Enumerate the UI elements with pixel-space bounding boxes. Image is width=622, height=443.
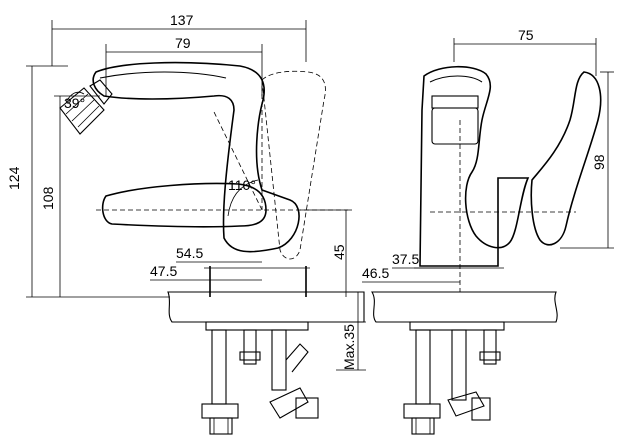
dim-side-depth-label: 75 xyxy=(518,27,534,43)
dim-width-total: 137 xyxy=(51,12,307,66)
dim-height-total-label: 124 xyxy=(6,166,22,190)
hose-fitting-left-side xyxy=(403,403,441,435)
side-spout-top xyxy=(429,75,483,83)
spout-body xyxy=(92,61,300,253)
dim-spout-reach-label: 79 xyxy=(175,35,191,51)
hose-fitting-right-side xyxy=(447,391,491,421)
aerator-nozzle: 39° xyxy=(59,79,113,135)
dim-height-base: 108 xyxy=(40,95,100,297)
dim-inlet-offset-side: 37.5 xyxy=(392,251,460,269)
dim-lever-height: 45 xyxy=(300,209,352,297)
side-lever xyxy=(530,71,602,246)
dim-lever-height-label: 45 xyxy=(331,244,347,260)
hose-right-front xyxy=(271,329,287,391)
dim-height-total: 124 xyxy=(6,65,170,298)
dim-base-width-front-label: 47.5 xyxy=(150,263,177,279)
dim-side-depth: 75 xyxy=(453,27,597,76)
threaded-stud-side xyxy=(483,329,497,365)
hose-fitting-right-front xyxy=(269,387,319,419)
mounting-plate-side xyxy=(409,321,505,331)
dim-inlet-offset-side-label: 37.5 xyxy=(392,251,419,267)
dim-inlet-offset-front: 54.5 xyxy=(176,245,262,263)
countertop-front xyxy=(167,291,365,323)
side-view: 75 98 37.5 46.5 xyxy=(362,27,614,435)
side-aerator-ring xyxy=(431,95,479,109)
lever-handle xyxy=(101,182,267,228)
dim-height-base-label: 108 xyxy=(40,186,56,210)
dim-side-height-label: 98 xyxy=(591,154,607,170)
dim-base-width-side-label: 46.5 xyxy=(362,265,389,281)
hose-fitting-left-front xyxy=(201,403,239,435)
lever-angle-arc xyxy=(227,179,259,217)
dim-mount-thickness: Max.35 xyxy=(336,292,366,371)
side-aerator-mesh xyxy=(431,107,479,145)
lever-angle-label: 110° xyxy=(228,177,256,193)
dim-side-height: 98 xyxy=(560,71,614,249)
dim-mount-thickness-label: Max.35 xyxy=(341,324,357,370)
threaded-stud-front xyxy=(243,329,257,365)
hose-left-side xyxy=(415,329,431,405)
aerator-angle-label: 39° xyxy=(64,95,85,111)
dim-base-width-front: 47.5 xyxy=(150,263,262,281)
mounting-plate-front xyxy=(205,321,309,331)
dim-width-total-label: 137 xyxy=(170,12,194,28)
lever-rotated-outline xyxy=(261,70,326,260)
hose-right-side xyxy=(451,329,467,401)
hose-left-front xyxy=(211,329,227,405)
dim-base-width-side: 46.5 xyxy=(362,265,460,283)
side-body xyxy=(419,65,530,267)
countertop-side xyxy=(371,291,558,323)
front-view: 137 79 124 108 39° xyxy=(6,12,366,435)
spout-top-highlight xyxy=(99,71,227,79)
dim-inlet-offset-front-label: 54.5 xyxy=(176,245,203,261)
